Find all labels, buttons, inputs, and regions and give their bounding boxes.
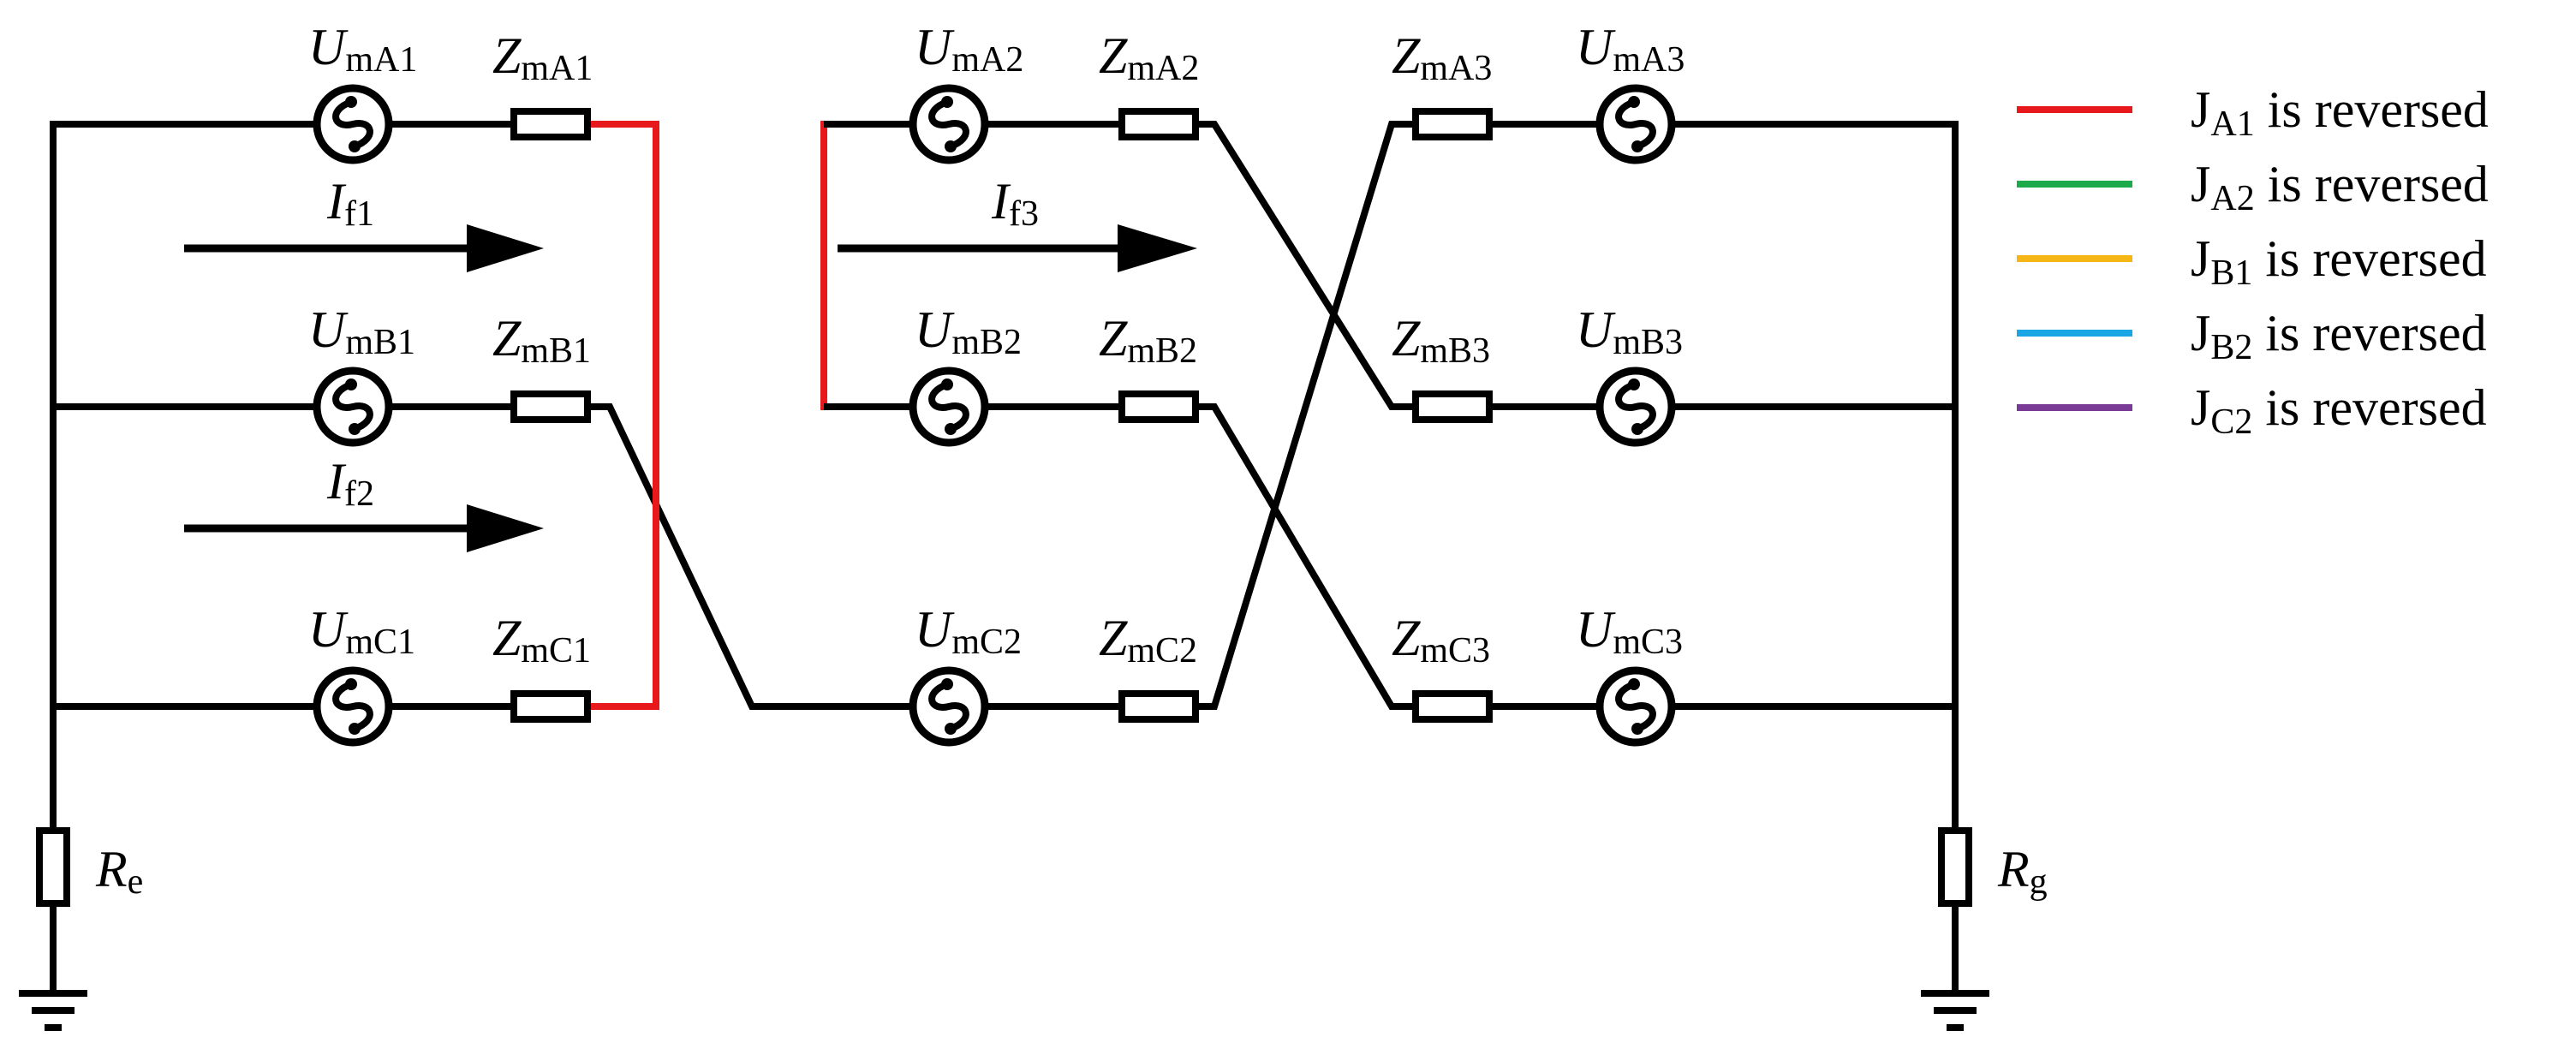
wire-a2-b3: [1192, 121, 1412, 410]
impedance-zb2: [1118, 390, 1199, 423]
label-uma1: UmA1: [308, 19, 417, 80]
label-zmb3: ZmB3: [1392, 310, 1490, 371]
ground-left-icon: [19, 990, 87, 1031]
impedance-zc2: [1118, 690, 1199, 723]
impedance-za2: [1118, 108, 1199, 140]
source-ua1-icon: [317, 88, 389, 160]
impedances: [510, 108, 1493, 723]
label-zmb1: ZmB1: [492, 310, 591, 371]
source-uc3-icon: [1600, 670, 1672, 742]
legend-label-c2: JC2 is reversed: [2191, 379, 2487, 442]
source-ua2-icon: [913, 88, 985, 160]
legend-label-a2: JA2 is reversed: [2191, 156, 2489, 218]
wire-ja1-reversed: [584, 121, 659, 710]
impedance-za3: [1412, 108, 1493, 140]
source-ua3-icon: [1600, 88, 1672, 160]
source-uc1-icon: [317, 670, 389, 742]
impedance-zc3: [1412, 690, 1493, 723]
legend-item-b2: JB2 is reversed: [2017, 305, 2487, 367]
impedance-zb1: [510, 390, 591, 423]
source-ub3-icon: [1600, 371, 1672, 443]
reversed-wires: [584, 121, 827, 710]
impedance-za1: [510, 108, 591, 140]
label-if2: If2: [326, 453, 374, 514]
label-umb1: UmB1: [308, 301, 415, 362]
arrow-if2-icon: [467, 504, 544, 552]
impedance-zb3: [1412, 390, 1493, 423]
ground-right-icon: [1921, 990, 1989, 1031]
label-umc3: UmC3: [1576, 601, 1683, 662]
source-ub2-icon: [913, 371, 985, 443]
resistor-rg: [1938, 827, 1972, 907]
arrow-if1-icon: [467, 224, 544, 272]
wire-b1-c2: [584, 403, 918, 710]
label-zmc2: ZmC2: [1099, 610, 1197, 670]
resistor-re: [36, 827, 70, 907]
source-uc2-icon: [913, 670, 985, 742]
arrow-if3-icon: [1118, 224, 1197, 272]
wires: [50, 121, 1959, 995]
label-rg: Rg: [1997, 841, 2048, 902]
legend-label-a1: JA1 is reversed: [2191, 81, 2489, 144]
label-uma2: UmA2: [915, 19, 1023, 80]
legend-label-b2: JB2 is reversed: [2191, 305, 2487, 367]
label-zma1: ZmA1: [492, 27, 593, 88]
current-arrows: [184, 224, 1197, 552]
legend-item-c2: JC2 is reversed: [2017, 379, 2487, 442]
impedance-zc1: [510, 690, 591, 723]
label-zmb2: ZmB2: [1099, 310, 1197, 371]
wire-b2-c3: [1192, 403, 1412, 710]
legend-item-a1: JA1 is reversed: [2017, 81, 2489, 144]
label-zma2: ZmA2: [1099, 27, 1199, 88]
source-ub1-icon: [317, 371, 389, 443]
label-uma3: UmA3: [1576, 19, 1685, 80]
legend-item-b1: JB1 is reversed: [2017, 230, 2487, 293]
label-umb3: UmB3: [1576, 301, 1683, 362]
wire-c2-a3: [1192, 121, 1412, 710]
label-zma3: ZmA3: [1392, 27, 1492, 88]
label-umc1: UmC1: [308, 601, 415, 662]
label-if3: If3: [991, 173, 1039, 234]
label-re: Re: [95, 841, 143, 902]
label-umb2: UmB2: [915, 301, 1022, 362]
label-if1: If1: [326, 173, 374, 234]
legend-label-b1: JB1 is reversed: [2191, 230, 2487, 293]
label-zmc1: ZmC1: [492, 610, 591, 670]
label-zmc3: ZmC3: [1392, 610, 1490, 670]
legend-item-a2: JA2 is reversed: [2017, 156, 2489, 218]
label-umc2: UmC2: [915, 601, 1022, 662]
